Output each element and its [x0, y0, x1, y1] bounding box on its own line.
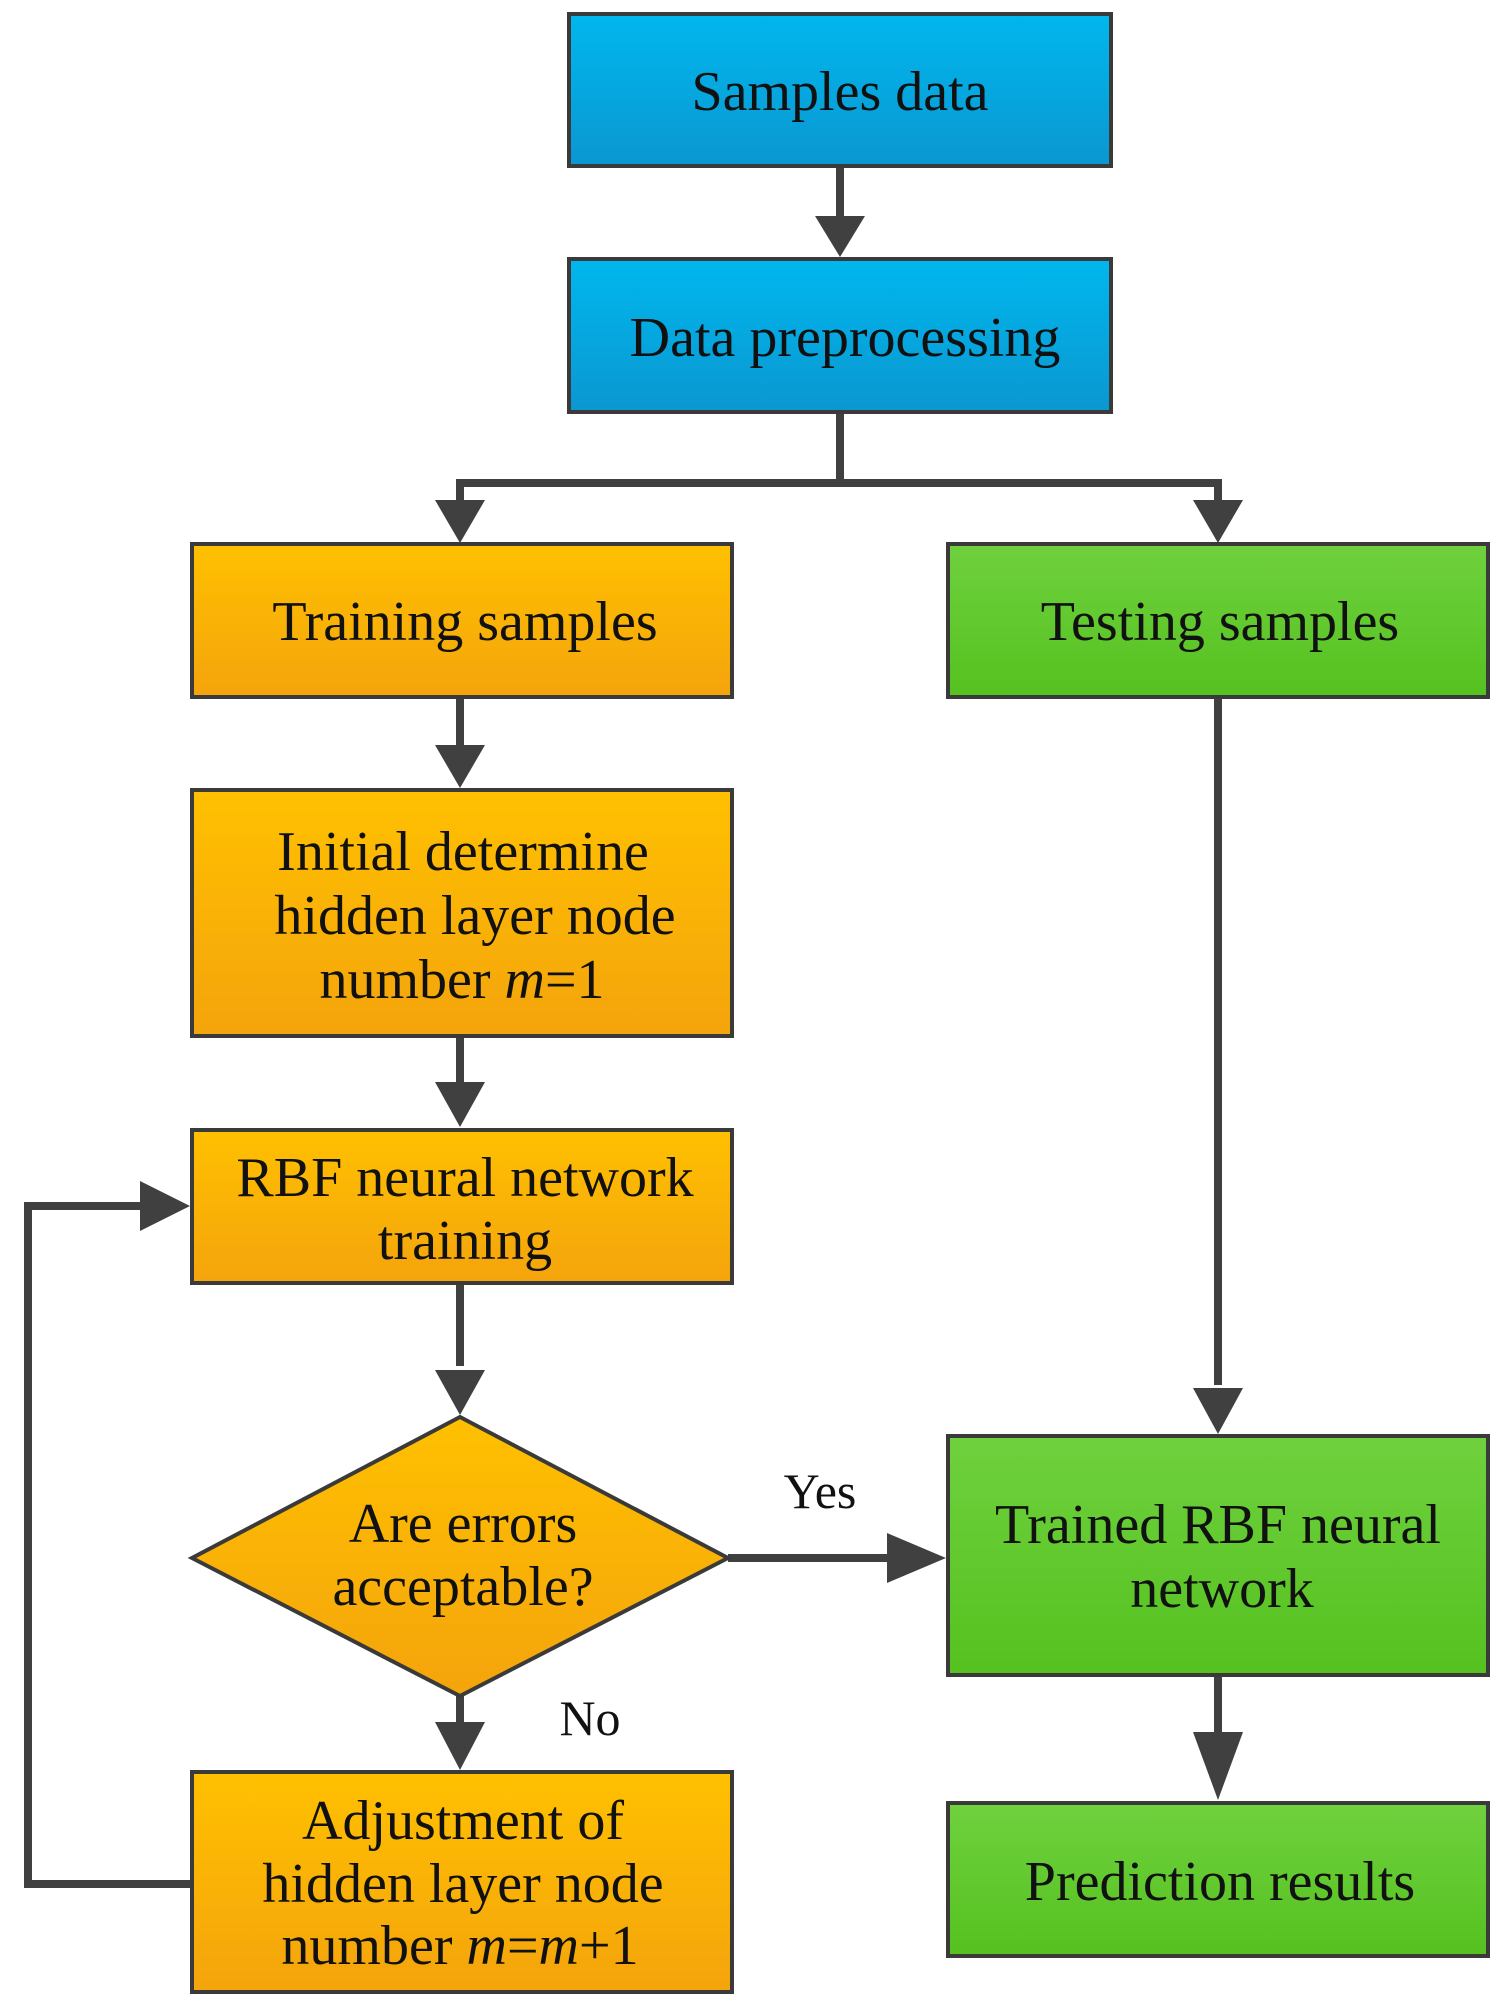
node-testing-samples: Testing samples	[946, 542, 1490, 699]
process-box	[190, 1128, 734, 1285]
node-training-samples: Training samples	[190, 542, 734, 699]
label-text: =	[507, 1915, 539, 1977]
node-prediction-results: Prediction results	[946, 1801, 1490, 1958]
node-label: Samples data	[691, 61, 988, 123]
variable-m: m	[539, 1915, 579, 1977]
process-box	[567, 257, 1113, 414]
process-box	[190, 542, 734, 699]
label-text: number	[319, 949, 504, 1011]
edge-label-yes: Yes	[784, 1463, 857, 1519]
arrowhead-down-icon	[435, 1082, 485, 1127]
arrowheads	[140, 216, 1243, 1800]
node-label: Data preprocessing	[630, 307, 1061, 369]
arrowhead-right-icon	[140, 1181, 190, 1231]
node-label-line-2: training	[378, 1210, 552, 1272]
arrowhead-down-icon	[1193, 1732, 1243, 1800]
variable-m: m	[466, 1915, 506, 1977]
arrowhead-down-icon	[815, 216, 865, 257]
node-label-line-2: acceptable?	[332, 1556, 593, 1618]
node-adjustment: Adjustment of hidden layer node number m…	[190, 1770, 734, 1994]
node-label-line-2: network	[1130, 1558, 1314, 1620]
connectors	[24, 166, 1222, 1888]
label-text: =1	[545, 949, 605, 1011]
arrowhead-down-icon	[435, 500, 485, 543]
node-label-line-2: hidden layer node	[274, 885, 675, 947]
process-box	[946, 1801, 1490, 1958]
node-label-line-3: number m=m+1	[281, 1915, 638, 1977]
node-label: Testing samples	[1041, 591, 1399, 653]
arrowhead-down-icon	[1193, 500, 1243, 543]
arrowhead-down-icon	[435, 745, 485, 788]
node-label-line-1: RBF neural network	[236, 1147, 693, 1209]
node-data-preprocessing: Data preprocessing	[567, 257, 1113, 414]
node-label-line-1: Adjustment of	[302, 1790, 624, 1852]
node-errors-decision: Are errors acceptable?	[187, 1414, 733, 1699]
node-rbf-training: RBF neural network training	[190, 1128, 734, 1285]
node-label-line-1: Initial determine	[277, 821, 649, 883]
edge-preprocessing-to-training	[456, 412, 844, 502]
variable-m: m	[505, 949, 545, 1011]
label-text: +1	[579, 1915, 639, 1977]
process-box	[190, 1770, 734, 1994]
process-box	[946, 542, 1490, 699]
label-text: number	[281, 1915, 466, 1977]
node-label-line-1: Trained RBF neural	[995, 1494, 1441, 1556]
edge-loop-back	[24, 1202, 192, 1888]
edge-label-no: No	[559, 1690, 620, 1746]
node-label: Training samples	[272, 591, 657, 653]
node-label: Prediction results	[1025, 1851, 1415, 1913]
process-box	[946, 1434, 1490, 1677]
node-trained-rbf: Trained RBF neural network	[946, 1434, 1490, 1677]
process-box	[567, 12, 1113, 168]
node-label-line-2: hidden layer node	[262, 1853, 663, 1915]
node-label-line-3: number m=1	[319, 949, 604, 1011]
process-box	[190, 788, 734, 1038]
decision-diamond	[187, 1414, 733, 1699]
node-initial-determine: Initial determine hidden layer node numb…	[190, 788, 734, 1038]
arrowhead-down-icon	[435, 1370, 485, 1415]
arrowhead-down-icon	[435, 1722, 485, 1770]
node-samples-data: Samples data	[567, 12, 1113, 168]
node-label-line-1: Are errors	[349, 1493, 578, 1555]
edge-preprocessing-to-testing	[840, 479, 1222, 502]
arrowhead-right-icon	[887, 1533, 946, 1583]
arrowhead-down-icon	[1193, 1388, 1243, 1434]
